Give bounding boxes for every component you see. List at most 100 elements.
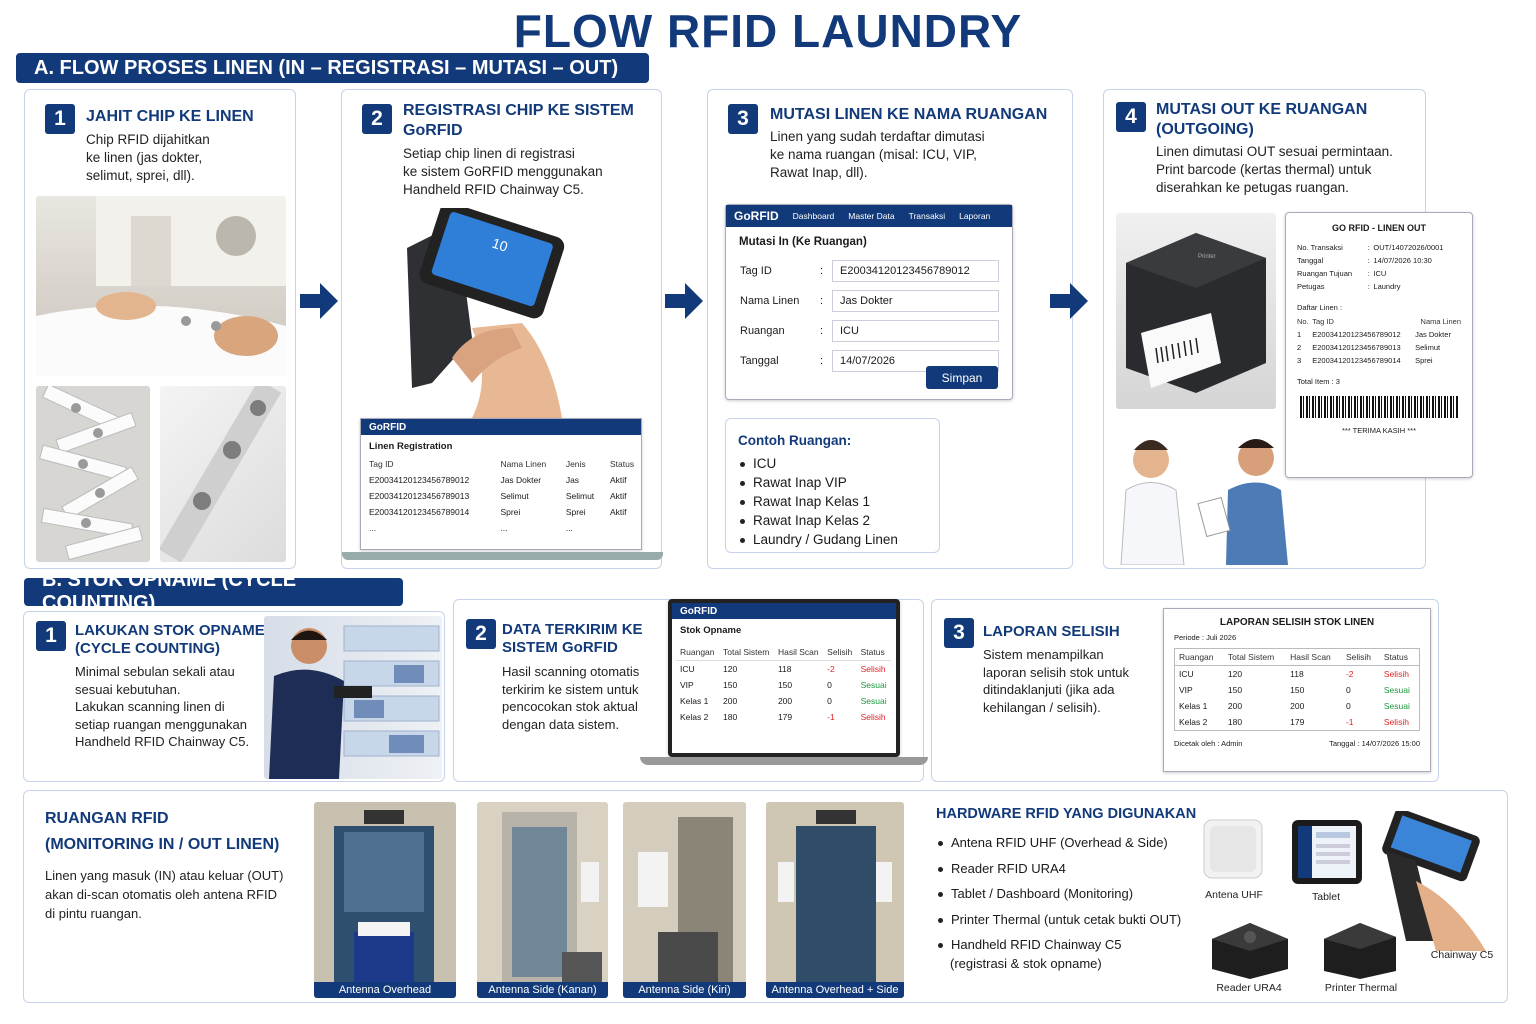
- hardware-label: Printer Thermal: [1324, 982, 1398, 994]
- tablet-icon: [1292, 820, 1362, 884]
- form-title: Mutasi In (Ke Ruangan): [739, 236, 867, 248]
- nav-dashboard[interactable]: Dashboard: [792, 211, 835, 221]
- printer-icon: Printer: [1126, 233, 1266, 393]
- ruangan-title: RUANGAN RFID (MONITORING IN / OUT LINEN): [45, 810, 280, 853]
- step-text: Linen dimutasi OUT sesuai permintaan. Pr…: [1156, 144, 1393, 195]
- b-step-2-wrap: 2 DATA TERKIRIM KE SISTEM GoRFID Hasil s…: [453, 599, 928, 782]
- app-brand: GoRFID: [672, 603, 896, 619]
- tanggal-field: Tanggal:14/07/2026: [740, 350, 999, 372]
- handheld-scanner-icon: 10: [407, 208, 565, 418]
- b-step-1-card: 1 LAKUKAN STOK OPNAME (CYCLE COUNTING) M…: [23, 611, 445, 782]
- report-period: Periode : Juli 2026: [1174, 633, 1237, 642]
- step-number: 2: [466, 619, 496, 649]
- hardware-label: Chainway C5: [1430, 949, 1494, 961]
- step-title: DATA TERKIRIM KE SISTEM GoRFID: [502, 621, 643, 656]
- list-item: ICU: [738, 454, 927, 473]
- antenna-uhf-icon: [1203, 819, 1263, 879]
- contoh-ruangan-box: Contoh Ruangan: ICU Rawat Inap VIP Rawat…: [725, 418, 940, 553]
- step-text: Setiap chip linen di registrasi ke siste…: [403, 146, 603, 197]
- chainway-c5-icon: [1382, 811, 1486, 951]
- table-row: .........: [369, 523, 573, 533]
- hardware-label: Antena UHF: [1205, 889, 1263, 901]
- thanks-text: *** TERIMA KASIH ***: [1341, 426, 1417, 435]
- linen-chip-photo: [160, 386, 286, 562]
- rfid-tag-icon: [39, 386, 144, 561]
- app-title: Stok Opname: [680, 625, 742, 636]
- step-4-card: 4 MUTASI OUT KE RUANGAN (OUTGOING) Linen…: [1103, 89, 1473, 569]
- nav-master-data[interactable]: Master Data: [848, 211, 895, 221]
- receipt-meta: No. Transaksi:OUT/14072026/0001 Tanggal:…: [1297, 243, 1444, 291]
- list-item: Printer Thermal (untuk cetak bukti OUT): [936, 910, 1181, 929]
- section-a-header: A. FLOW PROSES LINEN (IN – REGISTRASI – …: [16, 53, 649, 83]
- flow-arrow-icon: [1050, 283, 1088, 319]
- step-2-card: 2 REGISTRASI CHIP KE SISTEM GoRFID Setia…: [341, 89, 663, 569]
- tag-id-field: Tag ID:E20034120123456789012: [740, 260, 999, 282]
- ruangan-field: Ruangan:ICU: [740, 320, 999, 342]
- receipt: GO RFID - LINEN OUT No. Transaksi:OUT/14…: [1285, 212, 1473, 478]
- thermal-printer-icon: [1324, 923, 1396, 979]
- flow-arrow-icon: [665, 283, 703, 319]
- rfid-tags-photo: [36, 386, 150, 562]
- total-items: Total Item : 3: [1297, 377, 1340, 386]
- list-item: Rawat Inap Kelas 1: [738, 492, 927, 511]
- step-number: 2: [362, 104, 392, 134]
- list-item: Antena RFID UHF (Overhead & Side): [936, 833, 1181, 852]
- step-number: 3: [728, 104, 758, 134]
- contoh-title: Contoh Ruangan:: [738, 433, 852, 448]
- mutasi-app-window: GoRFID Dashboard Master Data Transaksi L…: [725, 204, 1013, 400]
- app-title: Linen Registration: [369, 441, 453, 452]
- ruangan-text: Linen yang masuk (IN) atau keluar (OUT) …: [45, 868, 284, 921]
- selisih-report: LAPORAN SELISIH STOK LINEN Periode : Jul…: [1163, 608, 1431, 772]
- photo-label: Antenna Side (Kiri): [623, 982, 746, 998]
- page-title: FLOW RFID LAUNDRY: [513, 5, 1023, 57]
- worker-scanning-icon: [269, 625, 440, 779]
- door-photo-side-left: Antenna Side (Kiri): [623, 802, 746, 998]
- step-text: Linen yang sudah terdaftar dimutasi ke n…: [770, 129, 985, 180]
- step-number: 4: [1116, 102, 1146, 132]
- flow-arrow-icon: [300, 283, 338, 319]
- list-item: Handheld RFID Chainway C5: [936, 935, 1181, 954]
- thermal-printer-photo: Printer: [1116, 213, 1276, 409]
- list-item: Rawat Inap VIP: [738, 473, 927, 492]
- door-antenna-icon: [638, 817, 733, 998]
- hardware-label: Tablet: [1311, 891, 1341, 903]
- step-text: Sistem menampilkan laporan selisih stok …: [983, 647, 1129, 715]
- simpan-button[interactable]: Simpan: [926, 366, 998, 389]
- step-3-card: 3 MUTASI LINEN KE NAMA RUANGAN Linen yan…: [707, 89, 1073, 569]
- door-antenna-icon: [778, 810, 892, 998]
- phone-clock: 10: [490, 235, 510, 255]
- step-1-card: 1 JAHIT CHIP KE LINEN Chip RFID dijahitk…: [24, 89, 296, 569]
- list-item: Tablet / Dashboard (Monitoring): [936, 884, 1181, 903]
- b-step-3-card: 3 LAPORAN SELISIH Sistem menampilkan lap…: [931, 599, 1439, 782]
- step-title: REGISTRASI CHIP KE SISTEM GoRFID: [403, 102, 634, 139]
- door-photo-overhead: Antenna Overhead: [314, 802, 456, 998]
- nav-laporan[interactable]: Laporan: [959, 211, 991, 221]
- list-label: Daftar Linen :: [1297, 303, 1343, 312]
- sewing-machine-icon: [36, 196, 286, 376]
- step-number: 1: [45, 104, 75, 134]
- stock-opname-photo: [264, 616, 442, 779]
- hardware-label: Reader URA4: [1216, 982, 1282, 994]
- step-text: Chip RFID dijahitkan ke linen (jas dokte…: [86, 132, 210, 183]
- step-title: MUTASI OUT KE RUANGAN (OUTGOING): [1156, 101, 1368, 138]
- step-title: MUTASI LINEN KE NAMA RUANGAN: [770, 106, 1048, 123]
- nav-transaksi[interactable]: Transaksi: [908, 211, 946, 221]
- barcode-icon: [1300, 396, 1458, 418]
